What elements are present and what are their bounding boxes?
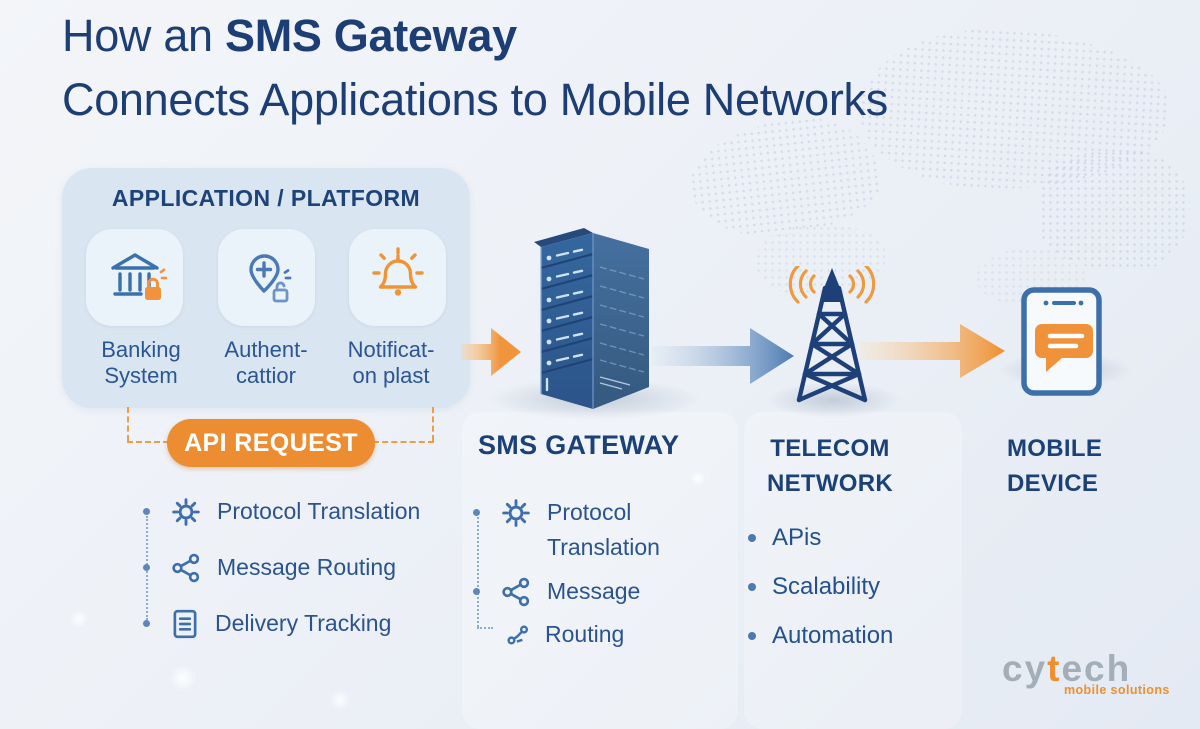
mobile-phone-icon xyxy=(1021,287,1102,396)
bank-lock-icon xyxy=(110,252,167,300)
cytech-logo: cytech mobile solutions xyxy=(1002,650,1182,697)
tile-label-row: Banking System Authent- cattior Notifica… xyxy=(62,337,470,389)
card-title: APPLICATION / PLATFORM xyxy=(111,185,421,211)
list-dot xyxy=(143,508,150,515)
list-dot xyxy=(473,509,480,516)
page-title: How an SMS Gateway Connects Applications… xyxy=(62,4,888,132)
telecom-title: TELECOM NETWORK xyxy=(766,435,894,497)
logo-wordmark: cytech xyxy=(1002,648,1132,689)
tile-row xyxy=(62,229,470,326)
list-item-label: APis xyxy=(772,524,822,551)
banking-tile xyxy=(86,229,183,326)
list-item: Scalability xyxy=(748,573,948,601)
decor-dot xyxy=(70,610,88,628)
list-item: APis xyxy=(748,524,948,552)
title-line-1: How an SMS Gateway xyxy=(62,4,888,68)
server-icon xyxy=(534,228,649,409)
notification-tile-label: Notificat- on plast xyxy=(347,337,435,388)
decor-dot xyxy=(170,665,196,691)
column-panel-gateway xyxy=(462,412,738,729)
bracket-right-horizontal xyxy=(373,441,434,443)
list-item: Automation xyxy=(748,622,948,650)
list-item-label: Routing xyxy=(545,621,625,647)
application-feature-list: Protocol Translation Message Routing Del… xyxy=(140,494,480,662)
bell-icon xyxy=(371,246,424,296)
gear-icon xyxy=(500,497,532,534)
gateway-title: SMS GATEWAY xyxy=(478,430,680,460)
title-highlight: SMS Gateway xyxy=(224,10,517,61)
list-item-label: Message xyxy=(547,578,641,604)
arrow-telecom-to-mobile xyxy=(860,324,1005,378)
list-item: Message xyxy=(470,574,710,613)
arrow-gateway-to-telecom xyxy=(652,328,794,384)
column-panel-telecom xyxy=(744,412,962,729)
bullet-dot xyxy=(748,632,756,640)
list-item-label: Protocol Translation xyxy=(547,499,660,560)
list-item: Message Routing xyxy=(140,550,480,589)
title-line-2: Connects Applications to Mobile Networks xyxy=(62,73,888,125)
world-map-dots xyxy=(1040,150,1190,270)
list-item-label: Protocol Translation xyxy=(217,498,421,524)
banking-tile-label: Banking System xyxy=(101,337,181,388)
list-item-label: Scalability xyxy=(772,573,881,600)
gateway-feature-list: Protocol Translation Message Routing xyxy=(470,495,710,669)
authentication-tile xyxy=(217,229,315,326)
list-item-label: Message Routing xyxy=(217,554,396,580)
share-icon xyxy=(170,552,202,589)
list-dot xyxy=(143,564,150,571)
decor-dot xyxy=(330,690,350,710)
logo-t-accent: t xyxy=(1047,648,1062,689)
telecom-tower-icon xyxy=(788,266,876,403)
authentication-tile-label: Authent- cattior xyxy=(224,337,308,388)
list-item: Protocol Translation xyxy=(470,495,710,564)
title-prefix: How an xyxy=(62,10,225,61)
application-platform-card: APPLICATION / PLATFORM xyxy=(62,168,470,408)
list-dot xyxy=(143,620,150,627)
mobile-title: MOBILE DEVICE xyxy=(1007,435,1103,497)
bullet-dot xyxy=(748,583,756,591)
list-dot xyxy=(473,588,480,595)
list-item: Delivery Tracking xyxy=(140,606,480,645)
gear-icon xyxy=(170,496,202,533)
pin-plus-lock-icon xyxy=(249,253,292,302)
bullet-dot xyxy=(748,534,756,542)
list-item: Protocol Translation xyxy=(140,494,480,533)
decor-dot xyxy=(690,470,706,486)
bracket-left-horizontal xyxy=(127,441,169,443)
telecom-feature-list: APis Scalability Automation xyxy=(748,524,948,671)
api-request-badge: API REQUEST xyxy=(167,419,375,467)
logo-subtitle: mobile solutions xyxy=(1064,683,1170,697)
route-icon xyxy=(506,623,530,652)
bracket-left-vertical xyxy=(127,407,129,441)
share-icon xyxy=(500,576,532,613)
connector-line xyxy=(477,517,479,627)
arrow-app-to-gateway xyxy=(461,328,521,376)
bracket-right-vertical xyxy=(432,407,434,441)
list-item-label: Automation xyxy=(772,622,894,649)
list-item-label: Delivery Tracking xyxy=(215,610,392,636)
connector-elbow xyxy=(477,627,493,629)
list-item: Routing xyxy=(470,617,710,652)
document-icon xyxy=(170,608,200,645)
notification-tile xyxy=(349,229,446,326)
